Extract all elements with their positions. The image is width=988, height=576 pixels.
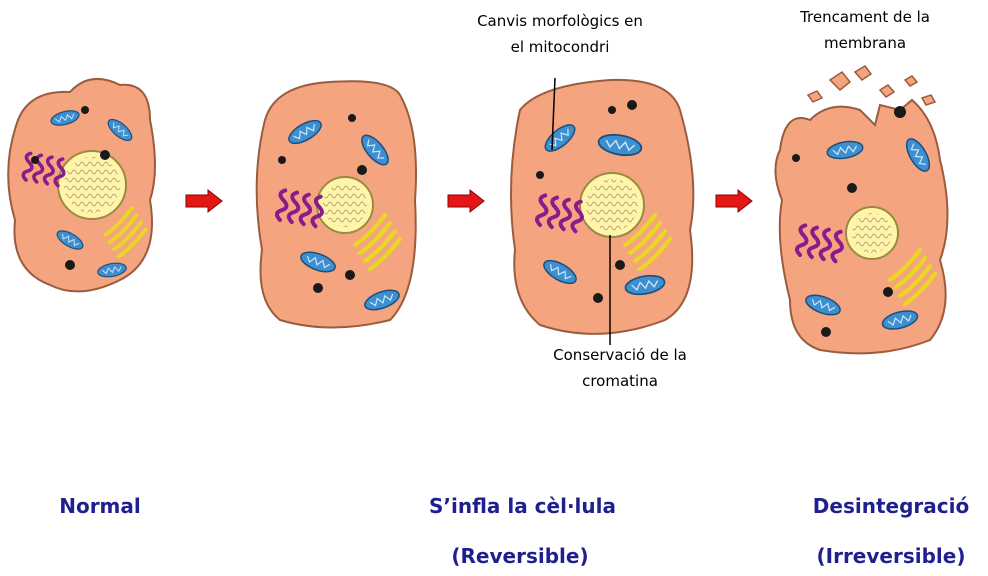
membrane-annotation: Trencament de la membrana [750,4,980,56]
caption-disintegration-note: (Irreversible) [796,544,986,568]
disintegrating-cell [775,66,947,353]
swollen-cell [257,81,416,327]
chromatin-annotation: Conservació de la cromatina [500,342,740,394]
annotated-swollen-cell [511,78,693,345]
caption-disintegration: Desintegració [796,494,986,518]
caption-swelling: S’infla la cèl·lula [395,494,650,518]
membrane-annotation-line-1: Trencament de la [750,4,980,30]
chromatin-annotation-line-1: Conservació de la [500,342,740,368]
arrow-2 [448,190,484,212]
membrane-annotation-line-2: membrana [750,30,980,56]
normal-cell [8,79,155,292]
chromatin-annotation-line-2: cromatina [500,368,740,394]
arrow-1 [186,190,222,212]
mitochondria-annotation-line-2: el mitocondri [430,34,690,60]
caption-normal: Normal [50,494,150,518]
caption-swelling-note: (Reversible) [440,544,600,568]
arrow-3 [716,190,752,212]
mitochondria-annotation-line-1: Canvis morfològics en [430,8,690,34]
mitochondria-annotation: Canvis morfològics en el mitocondri [430,8,690,60]
